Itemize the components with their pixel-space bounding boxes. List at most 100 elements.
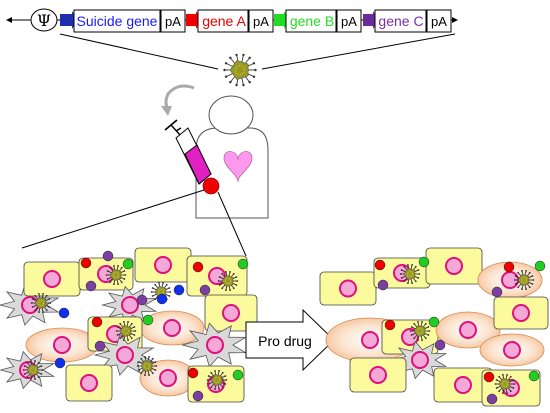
marker-purple: [434, 339, 446, 351]
cell-nucleus: [43, 270, 61, 288]
cell-nucleus: [116, 346, 134, 364]
orange-cell: [139, 310, 205, 346]
virus-icon: [22, 360, 44, 380]
marker-red: [91, 316, 103, 328]
human-silhouette-icon: [195, 95, 269, 219]
dying-cell: [100, 285, 158, 325]
marker-purple: [85, 280, 97, 292]
right-arrowhead: [452, 17, 458, 23]
projection-line-left: [59, 33, 219, 70]
yellow-cell: [65, 364, 113, 402]
yellow-cell: [186, 255, 248, 297]
marker-red: [192, 261, 204, 273]
dying-cell: [180, 322, 247, 368]
marker-blue: [156, 293, 168, 305]
virus-icon: [206, 370, 228, 390]
yellow-cell: [433, 367, 493, 403]
orange-cell: [479, 333, 545, 367]
injection-site: [202, 177, 220, 195]
cell-nucleus: [222, 304, 240, 322]
tissue-before-treatment: [0, 247, 258, 403]
marker-purple: [491, 286, 503, 298]
vector-construct: Ψ Suicide gene pA gene A pA gene B pA ge…: [6, 8, 458, 33]
cell-nucleus: [361, 331, 379, 349]
cell-nucleus: [163, 319, 181, 337]
tissue-after-treatment: [319, 247, 549, 407]
marker-purple: [199, 284, 211, 296]
cell-nucleus: [339, 279, 357, 298]
marker-red: [503, 261, 515, 273]
cell-nucleus: [206, 336, 224, 354]
cell-nucleus: [445, 257, 463, 275]
virus-icon: [399, 264, 421, 284]
cell-nucleus: [454, 376, 472, 394]
pa-label-3: pA: [341, 14, 357, 29]
cell-nucleus: [459, 321, 477, 339]
yellow-cell: [493, 296, 549, 330]
virus-icon: [409, 321, 431, 341]
marker-green: [122, 258, 134, 270]
projection-line-right: [261, 33, 456, 70]
syringe-icon: [164, 119, 212, 189]
marker-red: [374, 259, 386, 271]
cell-nucleus: [80, 374, 98, 392]
marker-green: [142, 314, 154, 326]
zoom-line-left: [21, 189, 205, 249]
pa-label-2: pA: [253, 14, 269, 29]
cell-nucleus: [369, 366, 387, 384]
virus-icon: [513, 270, 535, 290]
cell-nucleus: [411, 351, 429, 369]
orange-cell: [435, 311, 501, 349]
cell-nucleus: [512, 304, 530, 322]
suicide-gene-label: Suicide gene: [77, 13, 158, 29]
marker-red: [187, 367, 199, 379]
zoom-line-right: [217, 191, 247, 257]
marker-purple: [102, 250, 114, 262]
yellow-cell: [349, 357, 407, 393]
marker-green: [237, 258, 249, 270]
marker-blue: [58, 307, 70, 319]
virus-icon: [30, 293, 52, 313]
cell-nucleus: [159, 369, 177, 387]
prodrug-label: Pro drug: [258, 333, 312, 349]
marker-green: [428, 316, 440, 328]
virus-icon: [494, 374, 516, 394]
gene-b-label: gene B: [290, 13, 334, 29]
psi-packaging-signal: [30, 8, 58, 32]
virus-icon: [223, 53, 257, 87]
cell-nucleus: [503, 341, 521, 359]
cell-nucleus: [121, 296, 139, 314]
cell-nucleus: [154, 256, 172, 274]
marker-blue: [54, 357, 66, 369]
yellow-cell: [134, 247, 192, 283]
marker-red: [80, 257, 92, 269]
marker-green: [528, 370, 540, 382]
marker-blue: [173, 284, 185, 296]
marker-green: [418, 256, 430, 268]
marker-purple: [136, 294, 148, 306]
virus-icon: [223, 53, 257, 87]
marker-red: [384, 319, 396, 331]
yellow-cell: [23, 261, 81, 297]
psi-label: Ψ: [37, 11, 51, 30]
yellow-cell: [204, 294, 258, 332]
marker-purple: [94, 340, 106, 352]
left-arrowhead: [6, 17, 12, 23]
marker-green: [534, 260, 546, 272]
marker-purple: [377, 279, 389, 291]
rotate-arrow-icon: [161, 84, 195, 116]
yellow-cell: [425, 247, 483, 285]
virus-icon: [136, 356, 158, 376]
pa-label-4: pA: [431, 14, 447, 29]
marker-purple: [486, 393, 498, 405]
virus-icon: [217, 271, 239, 291]
virus-icon: [115, 321, 137, 341]
marker-green: [232, 369, 244, 381]
cell-nucleus: [208, 267, 226, 285]
gene-c-label: gene C: [378, 13, 423, 29]
pa-label-1: pA: [165, 14, 181, 29]
gene-a-label: gene A: [202, 13, 246, 29]
yellow-cell: [319, 271, 377, 306]
virus-icon: [105, 265, 127, 285]
